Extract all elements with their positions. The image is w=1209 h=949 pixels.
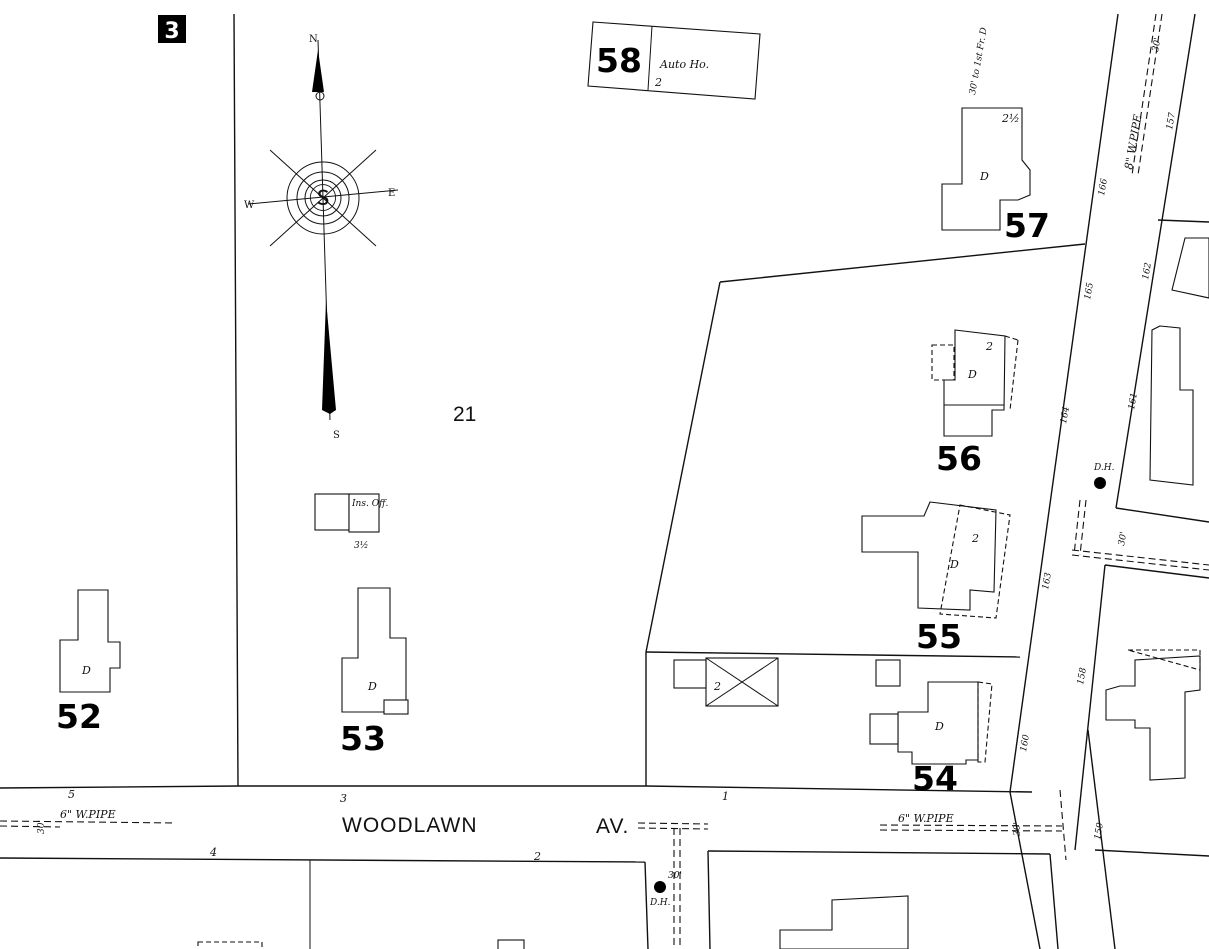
block-number: 21 [453, 403, 476, 426]
insurance-office-building: Ins. Off. 3½ [314, 493, 388, 551]
lot-55-dwelling: D 2 55 [861, 501, 1011, 656]
svg-text:D: D [979, 170, 989, 183]
svg-text:4: 4 [209, 846, 217, 859]
svg-text:159: 159 [1093, 822, 1106, 841]
lot-number-55: 55 [916, 617, 962, 656]
svg-text:162: 162 [1141, 262, 1154, 281]
svg-text:165: 165 [1083, 282, 1096, 301]
lot-56-dwelling: D 2 56 [931, 329, 1019, 478]
house-numbers: 5 3 1 4 2 166 165 164 163 160 159 162 16… [68, 112, 1178, 863]
svg-text:2: 2 [533, 850, 541, 863]
svg-text:D.H.: D.H. [1093, 463, 1115, 473]
compass-rose: Ⓢ N S E W [244, 34, 399, 441]
svg-text:3: 3 [340, 792, 347, 805]
sheet-number: 3 [164, 19, 179, 44]
street-suffix-av: AV. [596, 815, 629, 838]
lot-number-58: 58 [596, 41, 642, 80]
hydrant-east [1094, 477, 1106, 489]
hydrants: D.H. D.H. [649, 463, 1115, 908]
svg-text:166: 166 [1097, 178, 1110, 197]
svg-text:157: 157 [1165, 112, 1178, 131]
shed-building: 2 [673, 657, 779, 707]
svg-text:D: D [934, 720, 944, 733]
lot-53-dwelling: D 53 [340, 587, 409, 758]
svg-text:160: 160 [1019, 734, 1032, 753]
svg-text:30': 30' [1151, 37, 1163, 52]
svg-text:3½: 3½ [354, 540, 368, 551]
svg-text:30': 30' [668, 871, 682, 881]
svg-text:2: 2 [971, 532, 979, 545]
pipe-label-vertical: 8" W.PIPE [1122, 113, 1144, 170]
svg-text:30': 30' [37, 820, 47, 834]
lot-number-53: 53 [340, 719, 386, 758]
compass-west: W [244, 200, 255, 211]
svg-text:163: 163 [1041, 572, 1054, 591]
block-boundaries [0, 13, 1209, 949]
svg-text:D: D [967, 368, 977, 381]
svg-text:D: D [949, 558, 959, 571]
svg-text:D: D [367, 680, 377, 693]
svg-text:5: 5 [68, 788, 75, 801]
lot-54-dwelling: D 54 [869, 659, 993, 798]
compass-north: N [309, 34, 318, 45]
svg-text:161: 161 [1127, 392, 1140, 411]
street-name-woodlawn: WOODLAWN [342, 814, 478, 837]
svg-text:2: 2 [985, 340, 993, 353]
svg-text:Ins. Off.: Ins. Off. [351, 499, 388, 509]
pipe-label-left: 6" W.PIPE [60, 808, 116, 821]
lot-58-auto-house: 58 Auto Ho. 2 [587, 21, 761, 100]
svg-text:2: 2 [713, 680, 721, 693]
compass-south: S [333, 430, 340, 441]
lot-number-56: 56 [936, 439, 982, 478]
svg-text:30': 30' [1117, 531, 1129, 546]
svg-text:30': 30' [1013, 822, 1023, 836]
auto-house-label: Auto Ho. [659, 58, 709, 71]
svg-text:164: 164 [1059, 406, 1072, 425]
east-side-buildings [197, 237, 1209, 949]
svg-text:2½: 2½ [1001, 112, 1020, 125]
hydrant-south [654, 881, 666, 893]
lot-52-dwelling: D 52 [56, 589, 121, 736]
svg-text:D: D [81, 664, 91, 677]
lot-number-57: 57 [1004, 206, 1050, 245]
compass-east: E [388, 188, 395, 199]
water-pipes [0, 13, 1209, 949]
svg-text:D.H.: D.H. [649, 898, 671, 908]
lot-number-52: 52 [56, 697, 102, 736]
sheet-number-badge: 3 [158, 15, 186, 44]
svg-text:1: 1 [722, 790, 729, 803]
svg-text:158: 158 [1076, 667, 1089, 686]
lot-number-54: 54 [912, 759, 958, 798]
svg-text:30' to 1st Fr. D: 30' to 1st Fr. D [968, 27, 990, 96]
pipe-label-right: 6" W.PIPE [898, 812, 954, 825]
lot-57-dwelling: D 2½ 30' to 1st Fr. D 57 [941, 27, 1050, 245]
svg-text:2: 2 [654, 76, 662, 89]
